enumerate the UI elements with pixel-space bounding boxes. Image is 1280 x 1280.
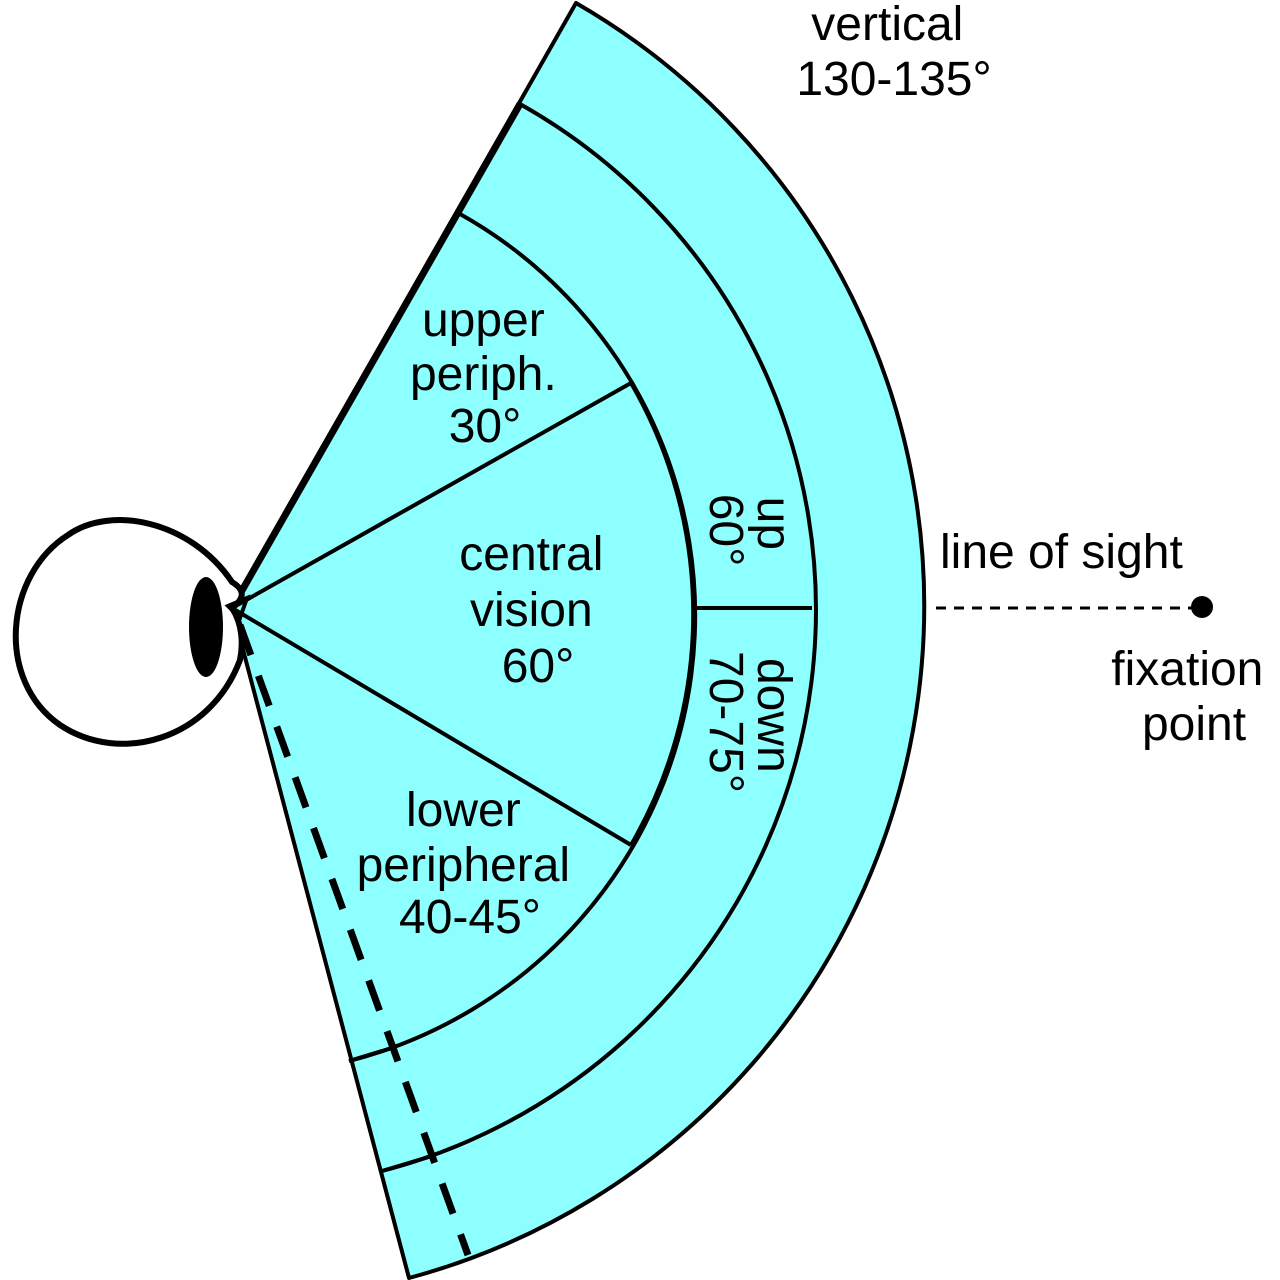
central-arc (629, 381, 696, 847)
lower-peripheral-label: lower peripheral 40-45° (357, 784, 584, 944)
down-label: down 70-75° (699, 651, 800, 793)
up-label: up 60° (699, 494, 800, 567)
lower-peripheral-edge-2 (381, 1154, 433, 1173)
dashed-lower-line (236, 623, 472, 1257)
upper-field-edge (228, 102, 524, 610)
fixation-point-dot (1191, 596, 1213, 618)
fixation-point-label: fixation point (1111, 643, 1276, 751)
central-vision-label: central vision 60° (459, 528, 616, 693)
vertical-label: vertical 130-135° (796, 0, 991, 106)
upper-peripheral-label: upper periph. 30° (410, 294, 570, 453)
central-upper-boundary (231, 381, 632, 610)
eye-corner-mark (224, 594, 251, 622)
central-lower-boundary (230, 606, 633, 847)
middle-arc (381, 102, 818, 1173)
outer-vertical-field-sector (230, 1, 927, 1280)
line-of-sight-label: line of sight (940, 526, 1183, 579)
pupil (189, 577, 223, 677)
lower-peripheral-edge-1 (348, 1046, 393, 1063)
inner-arc (348, 212, 698, 1063)
